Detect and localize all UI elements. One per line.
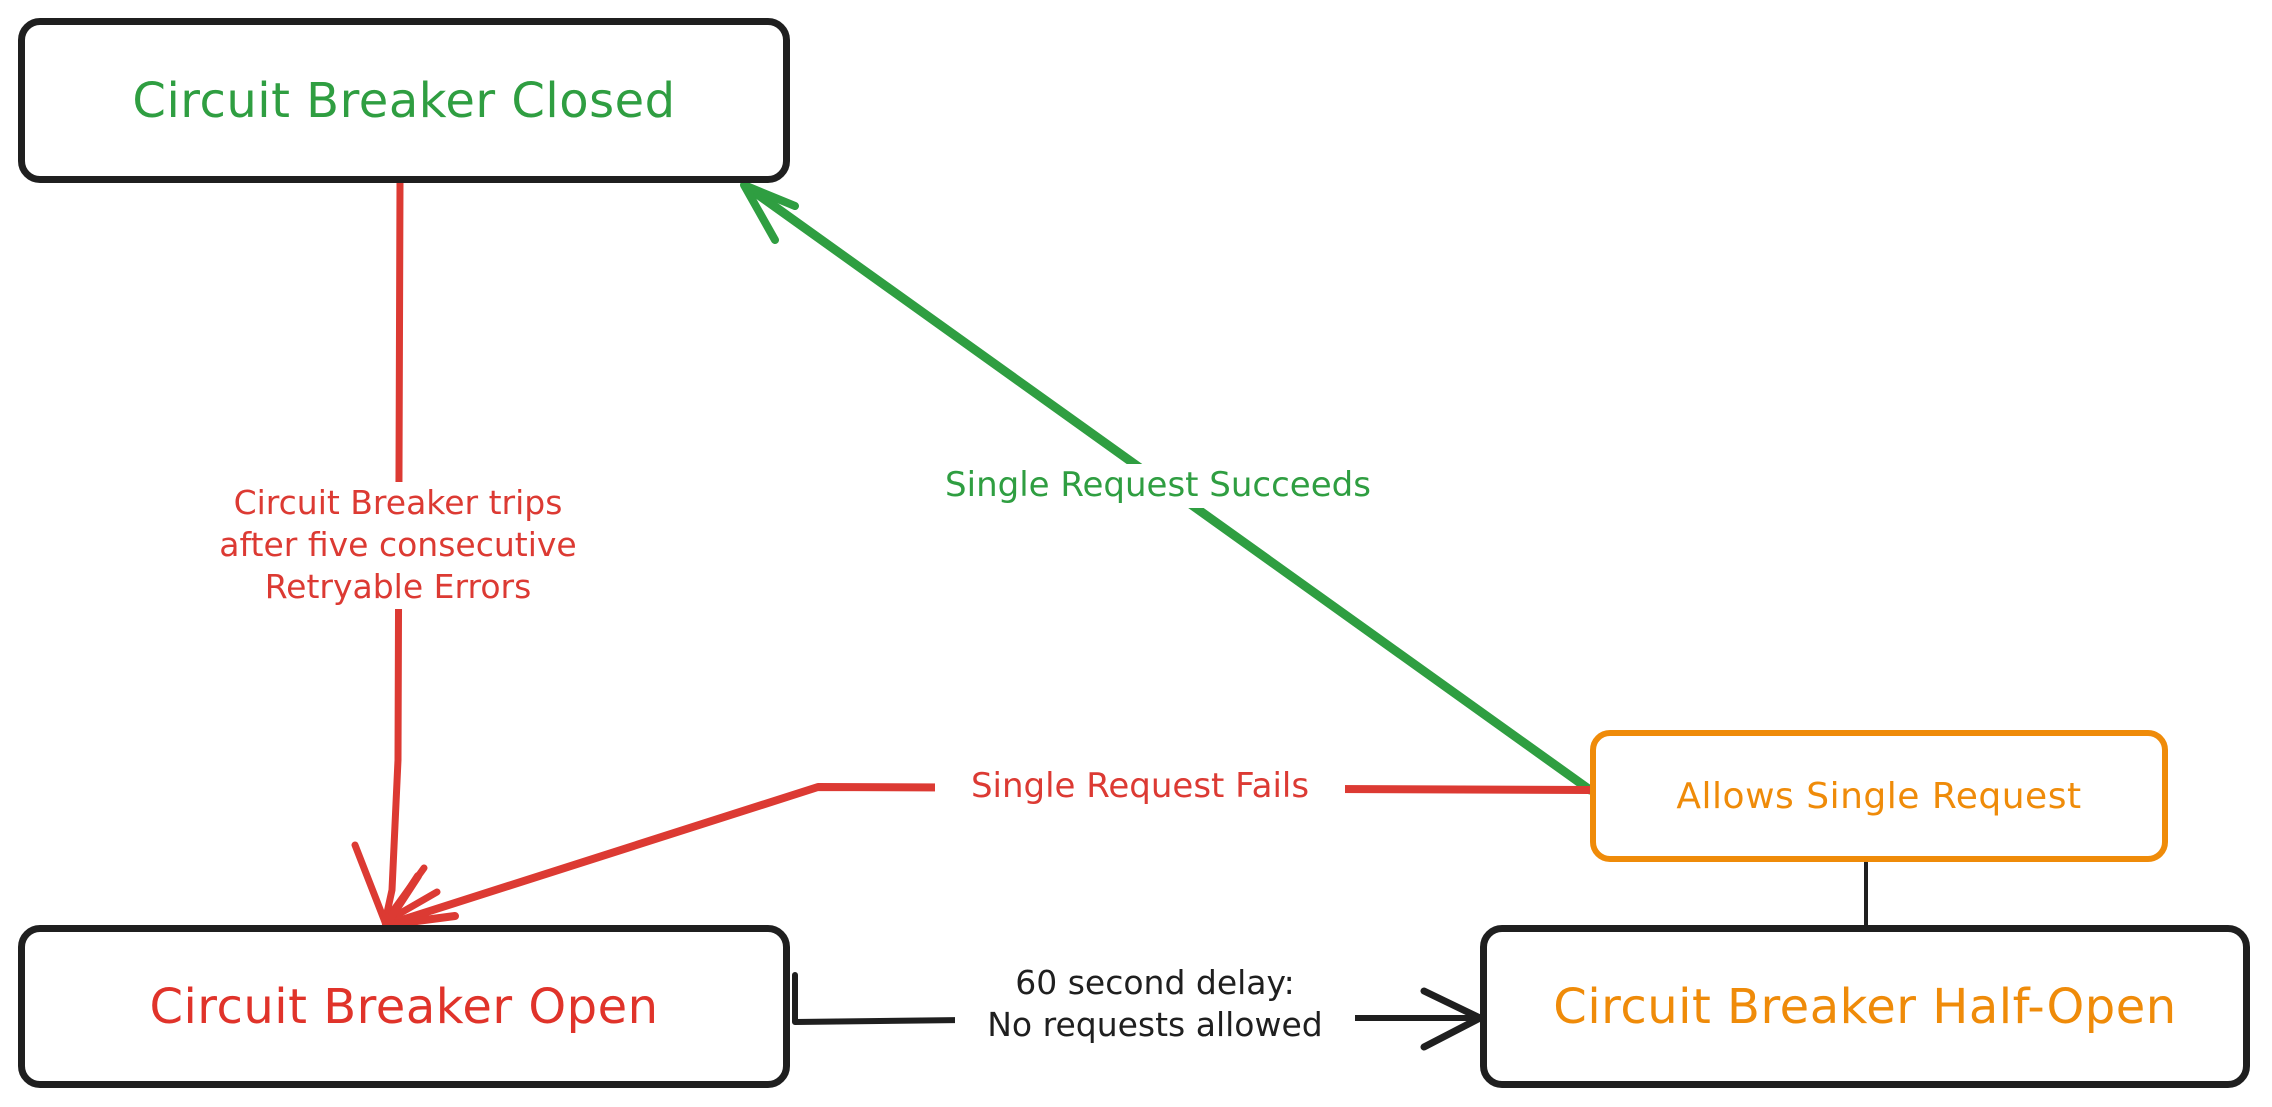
node-circuit-breaker-closed[interactable]: Circuit Breaker Closed	[18, 18, 790, 183]
edge-label-line-1: Circuit Breaker trips	[233, 483, 563, 522]
edge-label-line-1: 60 second delay:	[1015, 963, 1295, 1002]
edge-label-line-2: No requests allowed	[987, 1005, 1323, 1045]
node-circuit-breaker-half-open[interactable]: Circuit Breaker Half-Open	[1480, 925, 2250, 1088]
edge-label-line-1: Single Request Fails	[970, 766, 1310, 806]
edge-label-line-2: after five consecutive	[219, 525, 577, 565]
edge-label-line-1: Single Request Succeeds	[945, 465, 1371, 505]
edge-label-line-3: Retryable Errors	[264, 567, 532, 607]
node-allows-single-request[interactable]: Allows Single Request	[1590, 730, 2168, 862]
edge-label-open-to-half-open: 60 second delay: No requests allowed	[955, 962, 1355, 1047]
node-circuit-breaker-open-label: Circuit Breaker Open	[149, 978, 659, 1035]
node-circuit-breaker-closed-label: Circuit Breaker Closed	[132, 72, 676, 129]
edge-open-to-half-open	[792, 972, 1484, 1051]
node-circuit-breaker-half-open-label: Circuit Breaker Half-Open	[1553, 978, 2177, 1035]
node-allows-single-request-label: Allows Single Request	[1676, 775, 2082, 817]
edge-label-allows-to-closed: Single Request Succeeds	[914, 464, 1402, 508]
edge-label-closed-to-open: Circuit Breaker trips after five consecu…	[178, 482, 618, 609]
edge-label-allows-to-open: Single Request Fails	[935, 765, 1345, 809]
node-circuit-breaker-open[interactable]: Circuit Breaker Open	[18, 925, 790, 1088]
